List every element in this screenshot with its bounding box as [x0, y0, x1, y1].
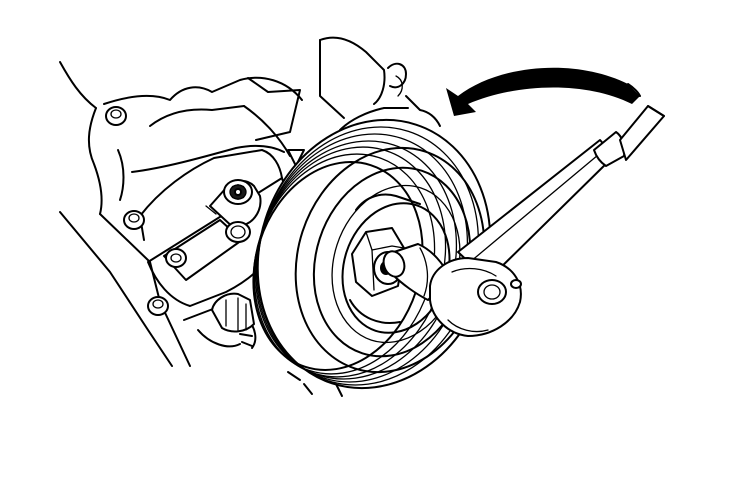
breaker-bar — [457, 105, 665, 281]
cover-bolt-top — [105, 106, 127, 126]
crankshaft-position-sensor — [163, 179, 262, 281]
cover-bolt-lower — [147, 296, 169, 316]
crankshaft-pulley-bolt — [351, 227, 405, 297]
cover-bolt-left — [123, 210, 145, 230]
rotation-arrow-icon — [446, 67, 641, 116]
sensor-connector — [211, 292, 255, 333]
ratchet-head — [429, 257, 522, 337]
